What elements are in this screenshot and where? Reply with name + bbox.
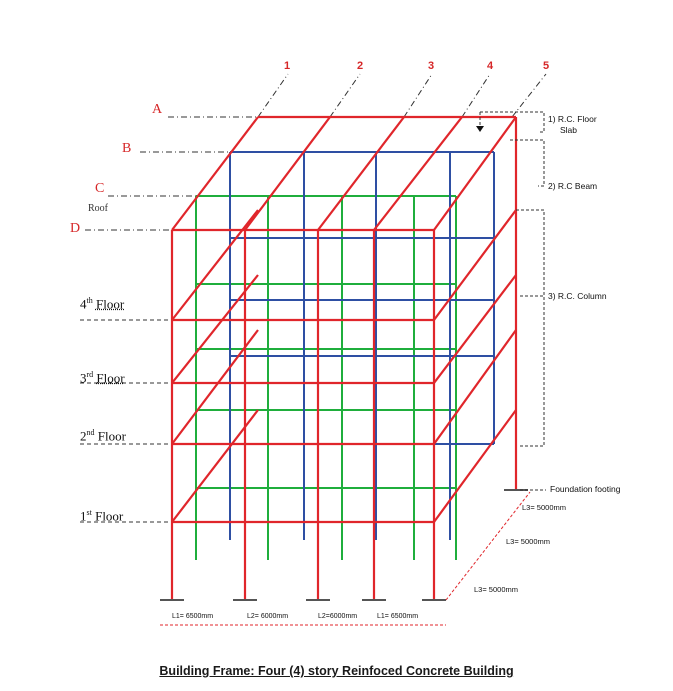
footings xyxy=(160,489,528,601)
column-callout: 3) R.C. Column xyxy=(548,291,607,301)
callout-brackets xyxy=(479,111,546,491)
floor-label-2: 2nd Floor xyxy=(80,428,126,444)
width-dim-2: L2= 6000mm xyxy=(247,613,289,620)
floor-guide-lines xyxy=(80,319,172,523)
grid-number-4: 4 xyxy=(487,60,494,72)
depth-dim-2: L3= 5000mm xyxy=(506,537,550,546)
beam-callout: 2) R.C Beam xyxy=(548,181,598,191)
grid-letter-b: B xyxy=(122,141,132,156)
grid-letter-d: D xyxy=(70,221,81,236)
floor-label-3: 3rd Floor xyxy=(80,370,125,386)
footing-callout: Foundation footing xyxy=(550,484,621,494)
dimension-lines xyxy=(160,491,531,626)
slab-callout: 1) R.C. Floor Slab xyxy=(548,114,597,135)
grid-lines xyxy=(85,73,547,231)
grid-number-2: 2 xyxy=(357,60,364,72)
grid-number-3: 3 xyxy=(428,60,435,72)
floor-label-4: 4th Floor xyxy=(80,296,125,312)
width-dim-3: L2=6000mm xyxy=(318,613,358,620)
grid-letter-a: A xyxy=(152,102,163,117)
red-frame xyxy=(170,115,518,600)
grid-letter-c: C xyxy=(95,181,105,196)
blue-beams xyxy=(229,151,495,540)
width-dim-1: L1= 6500mm xyxy=(172,613,214,620)
slab-arrow-icon xyxy=(476,126,484,132)
grid-number-1: 1 xyxy=(284,60,291,72)
grid-number-5: 5 xyxy=(543,60,550,72)
floor-label-1: 1st Floor xyxy=(80,508,124,524)
roof-label: Roof xyxy=(88,203,108,214)
depth-dim-3: L3= 5000mm xyxy=(474,585,518,594)
green-beams xyxy=(195,195,457,560)
width-dim-4: L1= 6500mm xyxy=(377,613,419,620)
depth-dim-1: L3= 5000mm xyxy=(522,503,566,512)
figure-caption: Building Frame: Four (4) story Reinfoced… xyxy=(159,664,514,678)
